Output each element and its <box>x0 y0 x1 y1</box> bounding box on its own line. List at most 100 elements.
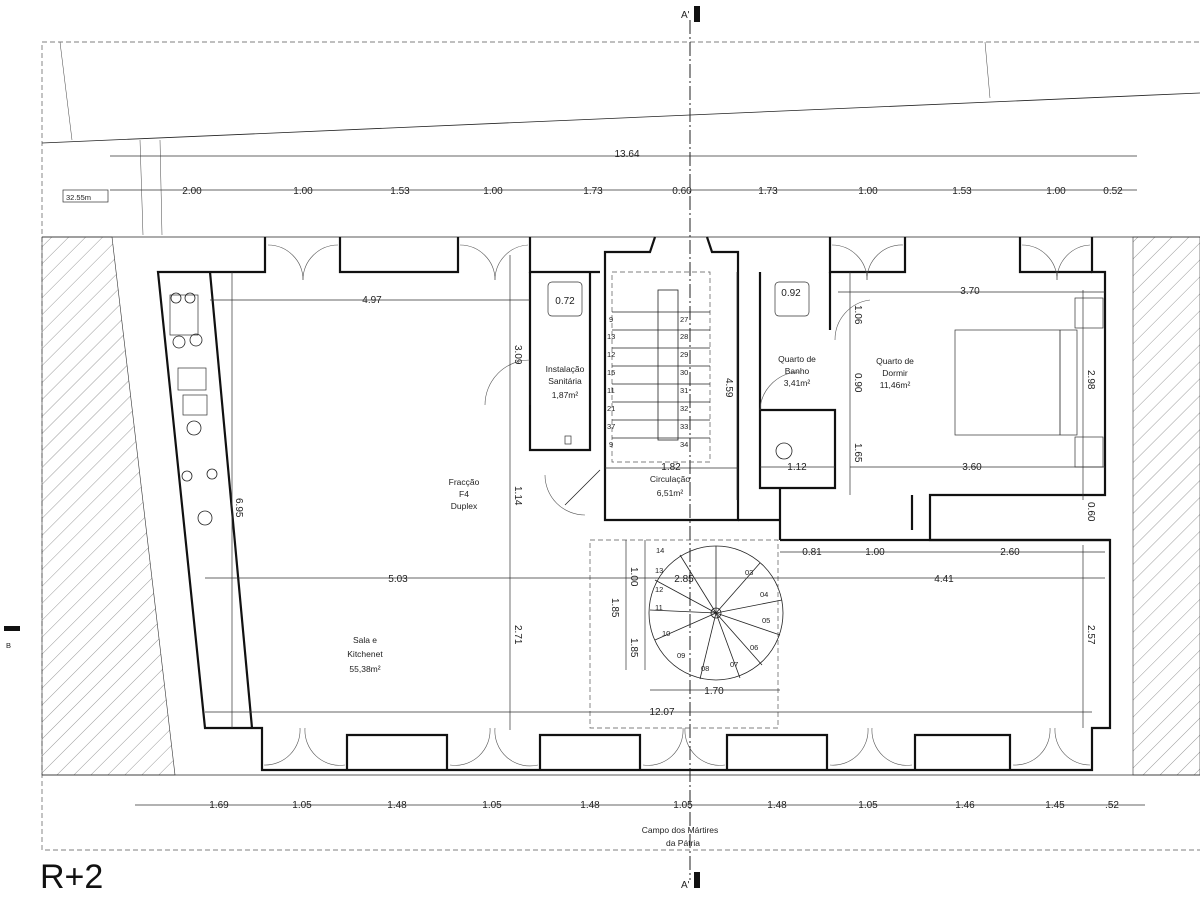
door-bottom-4 <box>829 727 913 766</box>
room-bath-3: 3,41m² <box>784 378 811 388</box>
dim-top-1.73a: 1.73 <box>583 186 603 197</box>
dim-top-1.00a: 1.00 <box>293 186 313 197</box>
spiral-numbers: 14 13 12 11 10 09 08 03 04 05 06 07 <box>655 546 770 673</box>
dim-bed-v1: 1.06 <box>852 305 863 325</box>
svg-text:13: 13 <box>607 332 615 341</box>
dim-top-1.53a: 1.53 <box>390 186 410 197</box>
dim-bot-1.48b: 1.48 <box>580 800 600 811</box>
section-label-top: A' <box>681 10 690 21</box>
spiral-stair <box>589 539 784 729</box>
room-bed-1: Quarto de <box>876 356 914 366</box>
svg-text:09: 09 <box>677 651 685 660</box>
svg-text:29: 29 <box>680 350 688 359</box>
room-fraction-1: Fracção <box>449 477 480 487</box>
toilet-bath <box>774 281 810 317</box>
dim-stair-width: 1.70 <box>704 686 724 697</box>
dim-right-small-1: 0.81 <box>802 547 822 558</box>
dim-bot-1.46: 1.46 <box>955 800 975 811</box>
svg-text:37: 37 <box>607 422 615 431</box>
door-top-2 <box>459 244 529 281</box>
dim-bot-1.05a: 1.05 <box>292 800 312 811</box>
svg-text:31: 31 <box>680 386 688 395</box>
dim-right-small-2: 1.00 <box>865 547 885 558</box>
svg-text:27: 27 <box>680 315 688 324</box>
room-living-1: Sala e <box>353 635 377 645</box>
dim-overall: 13.64 <box>614 149 639 160</box>
dim-wc-bath: 0.92 <box>781 288 801 299</box>
dim-stair-v3: 1.85 <box>628 638 639 658</box>
dim-living-left: 5.03 <box>388 574 408 585</box>
dim-bed-lower: 3.60 <box>962 462 982 473</box>
dim-bot-1.48c: 1.48 <box>767 800 787 811</box>
svg-text:08: 08 <box>701 664 709 673</box>
dim-top-1.73b: 1.73 <box>758 186 778 197</box>
dim-bed-v4: 2.98 <box>1085 370 1096 390</box>
stair-numbers-right: 27 28 29 30 31 32 33 34 <box>680 315 688 449</box>
dim-top-2.00: 2.00 <box>182 186 202 197</box>
svg-text:9: 9 <box>609 440 613 449</box>
kitchen-counter <box>169 292 218 526</box>
door-top-4 <box>1021 244 1091 281</box>
door-wc <box>484 359 531 406</box>
room-bath-2: Banho <box>785 366 810 376</box>
svg-text:12: 12 <box>607 350 615 359</box>
svg-text:32: 32 <box>680 404 688 413</box>
dim-living-width: 4.97 <box>362 295 382 306</box>
section-label-left: B <box>6 641 11 650</box>
dim-bed-v3: 1.65 <box>852 443 863 463</box>
door-bed <box>834 299 871 341</box>
dim-right-small-3: 2.60 <box>1000 547 1020 558</box>
dim-circ-width: 1.82 <box>661 462 681 473</box>
dim-stair-half: 2.85 <box>674 574 694 585</box>
dim-bot-1.45: 1.45 <box>1045 800 1065 811</box>
section-marker-bottom <box>694 872 700 888</box>
svg-text:03: 03 <box>745 568 753 577</box>
room-wc-1: Instalação <box>546 364 585 374</box>
door-circulation <box>544 474 586 516</box>
room-bed-2: Dormir <box>882 368 908 378</box>
svg-text:04: 04 <box>760 590 768 599</box>
straight-stair <box>611 271 711 463</box>
svg-text:15: 15 <box>607 368 615 377</box>
room-fraction-2: F4 <box>459 489 469 499</box>
dim-top-1.00d: 1.00 <box>1046 186 1066 197</box>
dim-bed-v5: 0.60 <box>1085 502 1096 522</box>
outer-wall <box>156 237 1112 772</box>
dim-vertical-right: 2.57 <box>1085 625 1096 645</box>
door-bottom-3 <box>642 727 726 766</box>
section-marker-top <box>694 6 700 22</box>
dim-bot-1.05b: 1.05 <box>482 800 502 811</box>
room-circulation-1: Circulação <box>650 474 690 484</box>
svg-text:13: 13 <box>655 566 663 575</box>
dim-vertical-mid3: 2.71 <box>512 625 523 645</box>
dim-top-0.60: 0.60 <box>672 186 692 197</box>
dim-total-inner: 12.07 <box>649 707 674 718</box>
svg-text:10: 10 <box>662 629 670 638</box>
svg-text:11: 11 <box>655 603 663 612</box>
dim-bed-v2: 0.90 <box>852 373 863 393</box>
svg-text:9: 9 <box>609 315 613 324</box>
dim-stair-v2: 1.85 <box>609 598 620 618</box>
section-marker-left <box>4 626 20 631</box>
svg-text:11: 11 <box>607 386 615 395</box>
svg-text:28: 28 <box>680 332 688 341</box>
dim-bot-1.69: 1.69 <box>209 800 229 811</box>
svg-text:30: 30 <box>680 368 688 377</box>
dim-wc-small: 0.72 <box>555 296 575 307</box>
svg-text:33: 33 <box>680 422 688 431</box>
sink-bath <box>775 442 793 460</box>
section-label-bottom: A' <box>681 880 690 891</box>
door-bottom-2 <box>449 727 539 767</box>
dim-stair-v1: 1.00 <box>628 567 639 587</box>
svg-text:21: 21 <box>607 404 615 413</box>
dim-stair-height: 4.59 <box>723 378 734 398</box>
svg-text:06: 06 <box>750 643 758 652</box>
door-bottom-5 <box>1012 727 1091 766</box>
svg-text:07: 07 <box>730 660 738 669</box>
svg-text:12: 12 <box>655 585 663 594</box>
street-label-1: Campo dos Mártires <box>642 825 719 835</box>
room-wc-2: Sanitária <box>548 376 582 386</box>
room-bed-3: 11,46m² <box>880 380 911 390</box>
dim-bot-1.05d: 1.05 <box>858 800 878 811</box>
room-living-2: Kitchenet <box>347 649 383 659</box>
